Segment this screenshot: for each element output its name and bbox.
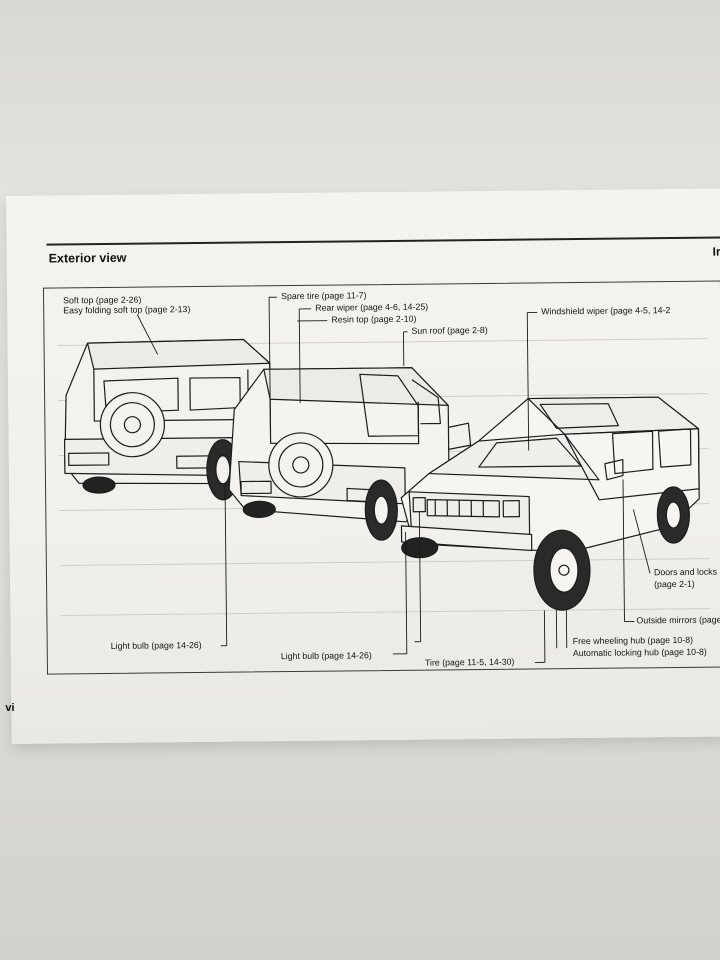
label-light-bulb-front: Light bulb (page 14-26) [280, 650, 372, 662]
label-easy-folding-soft-top: Easy folding soft top (page 2-13) [63, 304, 191, 316]
page-number: vi [5, 701, 15, 715]
manual-page: Exterior view Ir [5, 188, 720, 744]
label-free-wheeling-hub: Free wheeling hub (page 10-8) [572, 634, 694, 647]
vehicle-soft-top [63, 338, 272, 501]
label-resin-top: Resin top (page 2-10) [331, 313, 417, 325]
label-sun-roof: Sun roof (page 2-8) [411, 324, 488, 336]
label-rear-wiper: Rear wiper (page 4-6, 14-25) [315, 301, 429, 313]
label-outside-mirrors: Outside mirrors (page [636, 614, 720, 626]
exterior-view-illustration [57, 296, 711, 663]
label-tire: Tire (page 11-5, 14-30) [424, 656, 515, 668]
label-spare-tire: Spare tire (page 11-7) [281, 290, 367, 302]
vehicle-sun-roof [400, 396, 700, 611]
vehicle-resin-top [228, 367, 472, 541]
label-doors-and-locks: Doors and locks [653, 566, 718, 578]
label-doors-and-locks-page: (page 2-1) [654, 578, 695, 590]
label-automatic-locking-hub: Automatic locking hub (page 10-8) [572, 646, 707, 659]
label-windshield-wiper: Windshield wiper (page 4-5, 14-2 [541, 305, 671, 317]
label-light-bulb-rear: Light bulb (page 14-26) [110, 639, 202, 651]
callout-leader-lines [136, 296, 651, 663]
